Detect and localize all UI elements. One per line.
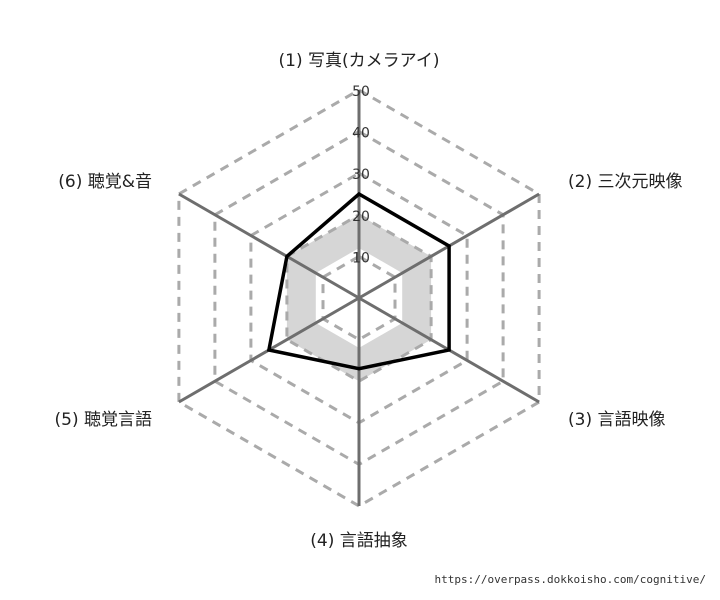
tick-label-20: 20: [352, 209, 370, 225]
axis-label-1: (1) 写真(カメラアイ): [279, 51, 440, 71]
axis-label-5: (5) 聴覚言語: [55, 410, 152, 430]
reference-band: [286, 214, 432, 382]
axis-label-6: (6) 聴覚&音: [58, 172, 152, 192]
series-line: [266, 191, 451, 371]
tick-label-50: 50: [352, 84, 370, 100]
source-url: https://overpass.dokkoisho.com/cognitive…: [434, 573, 706, 586]
axis-spoke-6: [178, 192, 360, 300]
axis-label-3: (3) 言語映像: [568, 410, 665, 430]
tick-label-40: 40: [352, 126, 370, 142]
axis-label-2: (2) 三次元映像: [568, 172, 682, 192]
tick-label-30: 30: [352, 167, 370, 183]
tick-label-10: 10: [352, 250, 370, 266]
axis-label-4: (4) 言語抽象: [310, 531, 407, 551]
